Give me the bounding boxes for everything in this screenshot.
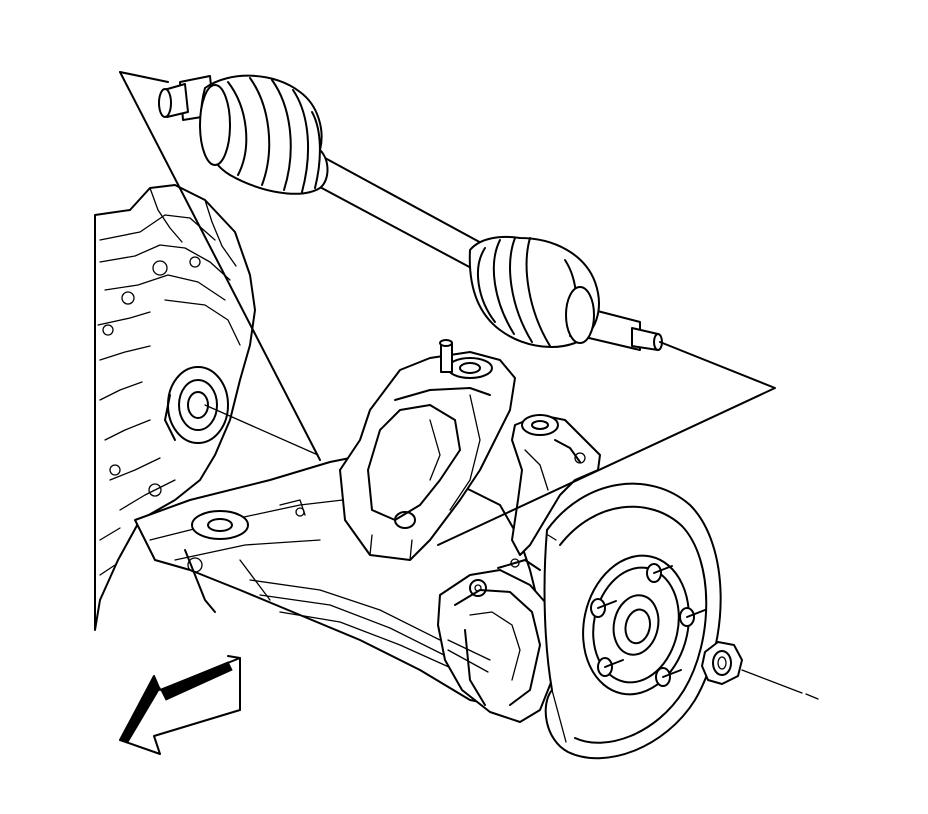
callout-lines bbox=[119, 71, 819, 700]
lug-stud bbox=[646, 563, 673, 583]
subframe-tower bbox=[339, 339, 516, 561]
inner-cv-joint-boot bbox=[199, 74, 329, 195]
front-direction-arrow bbox=[119, 655, 241, 755]
lug-stud bbox=[597, 657, 624, 677]
lug-stud bbox=[655, 667, 682, 687]
axle-nut bbox=[701, 641, 743, 685]
lug-stud bbox=[590, 598, 617, 618]
lug-stud bbox=[679, 607, 706, 627]
transaxle-output-seal bbox=[164, 366, 229, 444]
outer-cv-joint-boot bbox=[468, 235, 600, 348]
drive-axle-shaft bbox=[158, 75, 663, 351]
steering-knuckle bbox=[511, 414, 601, 556]
brake-caliper bbox=[437, 558, 557, 723]
wheel-lug-studs bbox=[590, 563, 706, 687]
